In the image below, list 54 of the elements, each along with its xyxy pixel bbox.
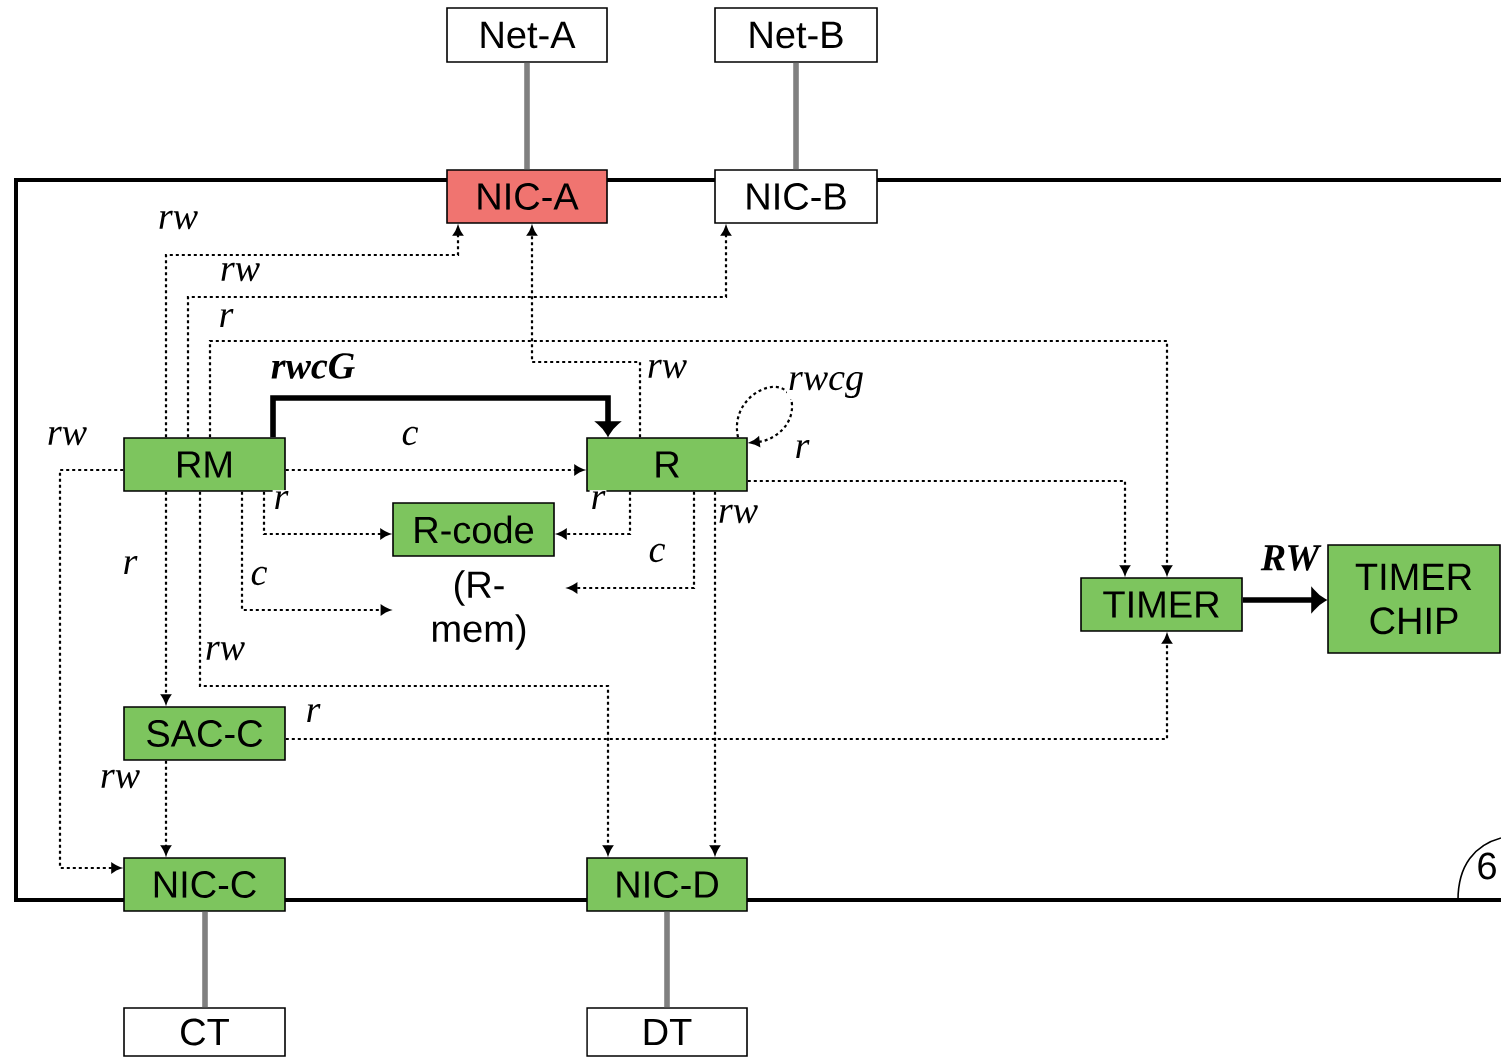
arrow	[198, 491, 613, 855]
device-box: TIMER CHIP	[1327, 544, 1501, 654]
arrow	[557, 491, 632, 539]
arrow	[164, 226, 463, 438]
arrow	[240, 491, 391, 615]
edge-label: rw	[716, 503, 760, 525]
arrow	[285, 634, 1172, 741]
edge-label: rw	[45, 425, 89, 447]
network-box: Net-B	[714, 7, 878, 63]
edge-label: rwcg	[787, 371, 865, 399]
edge-label: rw	[645, 358, 689, 380]
arrow	[747, 479, 1130, 575]
interface-box: NIC-A	[446, 169, 608, 224]
arrow	[1242, 589, 1326, 611]
edge-label: rwcG	[269, 352, 357, 380]
edge-label: rw	[218, 261, 262, 283]
edge-label: r	[304, 703, 322, 723]
network-box: Net-A	[446, 7, 608, 63]
arrow	[710, 491, 720, 855]
interface-box: NIC-B	[714, 169, 878, 224]
process-box: R	[586, 437, 748, 492]
edge-label: c	[249, 565, 269, 587]
interface-box: NIC-C	[123, 857, 286, 912]
edge-label: RW	[1259, 544, 1322, 572]
edge-label: r	[793, 439, 811, 459]
arrow	[270, 395, 619, 438]
edge-label: c	[400, 425, 420, 447]
arrow	[186, 226, 731, 438]
arrow	[285, 465, 584, 475]
arrow	[208, 339, 1172, 575]
edge-label: r	[272, 490, 290, 510]
arrow	[58, 468, 124, 873]
edge-label: rw	[203, 640, 247, 662]
memory-text: (R- mem)	[432, 570, 526, 650]
edge-label: rw	[156, 209, 200, 231]
arrow	[161, 491, 171, 704]
page-number: 6	[1478, 852, 1496, 880]
edge-label: c	[647, 542, 667, 564]
process-box: TIMER	[1080, 577, 1243, 632]
edge-label: rw	[98, 768, 142, 790]
edge-label: r	[121, 555, 139, 575]
edge-label: r	[589, 490, 607, 510]
arrow	[735, 385, 794, 447]
edge-label: r	[217, 308, 235, 328]
arrow	[527, 226, 642, 438]
process-box: RM	[123, 437, 286, 492]
arrow	[161, 760, 171, 855]
terminal-box: CT	[123, 1007, 286, 1057]
arrow	[567, 491, 696, 593]
process-box: R-code	[392, 502, 555, 557]
arrow	[262, 491, 390, 539]
interface-box: NIC-D	[586, 857, 748, 912]
process-box: SAC-C	[123, 706, 286, 761]
terminal-box: DT	[586, 1007, 748, 1057]
